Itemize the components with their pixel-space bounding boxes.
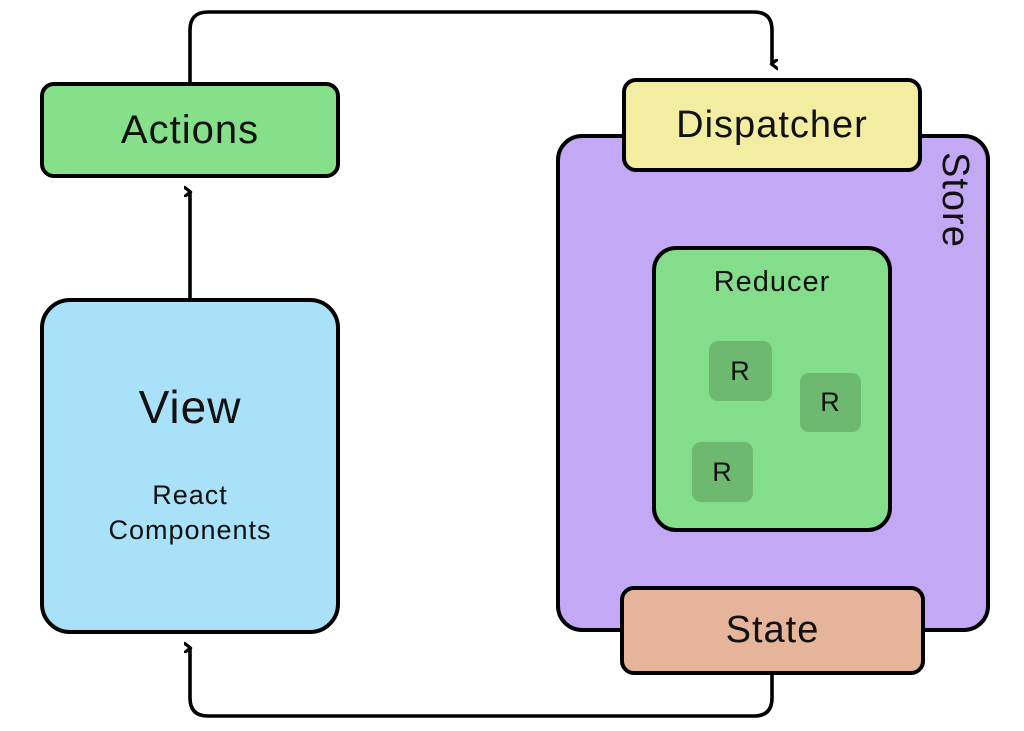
view-node[interactable]: View React Components	[40, 298, 340, 634]
wire-actions-to-dispatcher	[188, 10, 772, 82]
actions-label: Actions	[120, 107, 260, 152]
sub-reducer-box[interactable]: R	[800, 373, 861, 432]
state-node[interactable]: State	[620, 586, 925, 675]
view-subtitle-line1: React	[152, 480, 228, 511]
view-subtitle-line2: Components	[108, 515, 272, 545]
state-label: State	[725, 609, 820, 651]
view-subtitle: React Components	[108, 478, 271, 547]
view-title: View	[138, 381, 242, 434]
store-label: Store	[934, 152, 976, 248]
actions-node[interactable]: Actions	[40, 82, 340, 178]
sub-reducer-box[interactable]: R	[709, 341, 772, 401]
dispatcher-label: Dispatcher	[676, 103, 868, 146]
sub-reducer-box[interactable]: R	[692, 442, 753, 502]
reducer-node[interactable]: Reducer R R R	[652, 246, 892, 532]
dispatcher-node[interactable]: Dispatcher	[622, 78, 922, 172]
reducer-label: Reducer	[713, 266, 831, 298]
